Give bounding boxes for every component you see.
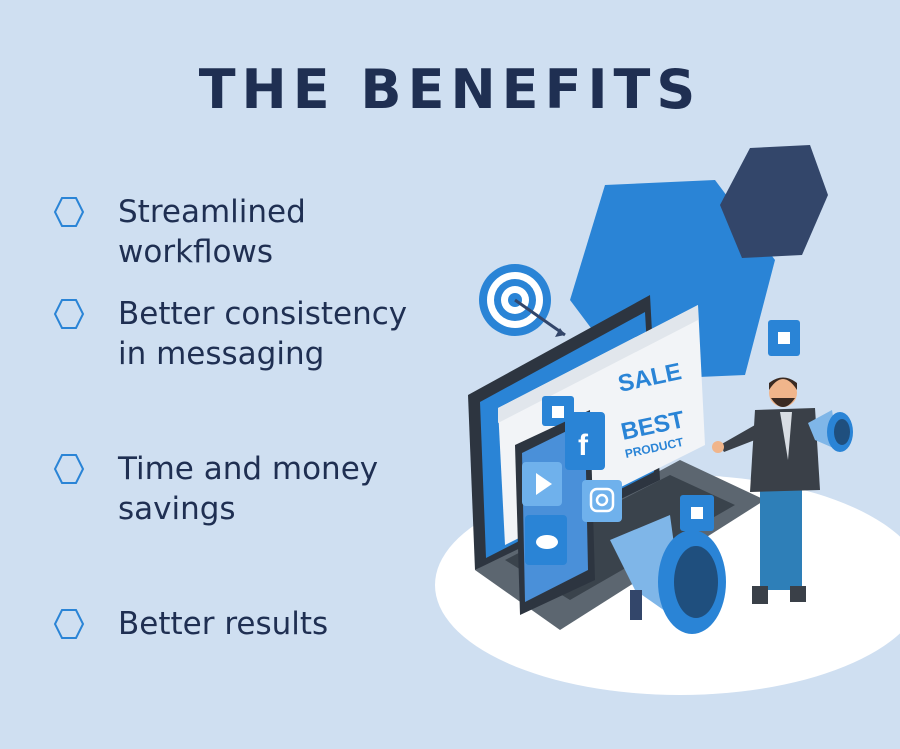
svg-text:f: f <box>578 429 589 462</box>
hexagon-bullet-icon <box>53 609 85 639</box>
benefit-text: Better results <box>118 606 329 642</box>
benefit-text: Time and money <box>118 451 379 487</box>
businessman-figure <box>712 377 820 604</box>
page-title: THE BENEFITS <box>198 58 702 121</box>
thumbs-up-icon <box>768 320 800 356</box>
benefit-text-line2: savings <box>118 491 236 527</box>
instagram-icon <box>582 480 622 522</box>
benefit-item: Streamlined workflows <box>52 192 458 272</box>
hexagon-bullet-icon <box>53 454 85 484</box>
benefit-text: Streamlined workflows <box>118 194 306 270</box>
small-megaphone-icon <box>808 410 853 452</box>
benefit-text-line2: in messaging <box>118 336 325 372</box>
play-video-icon <box>522 462 562 506</box>
benefit-item: Better results <box>52 604 458 644</box>
hexagon-bullet-icon <box>53 299 85 329</box>
twitter-icon <box>525 515 567 565</box>
thumbs-up-icon <box>680 495 714 531</box>
marketing-illustration: SALE BEST PRODUCT f <box>435 145 900 695</box>
benefit-text: Better consistency <box>118 296 408 332</box>
facebook-icon: f <box>565 412 605 470</box>
hexagon-bullet-icon <box>53 197 85 227</box>
megaphone-icon <box>610 515 726 634</box>
benefit-item: Time and money savings <box>52 449 458 529</box>
benefit-item: Better consistency in messaging <box>52 294 458 374</box>
target-icon <box>479 264 566 337</box>
dark-hexagon-shape <box>720 145 828 258</box>
